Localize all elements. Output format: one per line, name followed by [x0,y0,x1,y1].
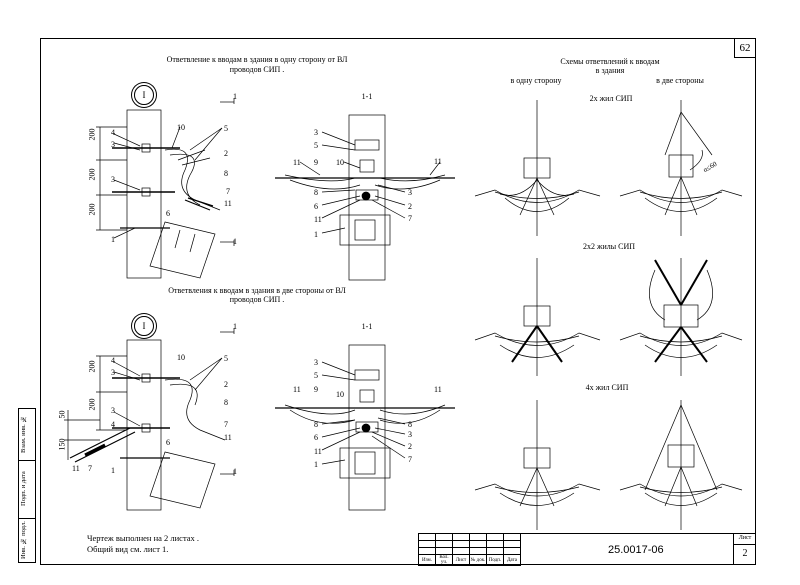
scheme-2x2-two-side [619,258,743,376]
sheet-number: 2 [742,548,748,559]
callout: 5 [224,354,228,363]
page-number: 62 [734,39,755,58]
callout: 7 [226,187,230,196]
title-two-side-1: Ответвления к вводам в здания в две стор… [168,286,346,295]
sheet-box: Лист 2 [733,533,756,565]
callout: 3 [408,430,412,439]
callout: 8 [314,420,318,429]
callout: 10 [336,158,344,167]
col-one-side: в одну сторону [510,76,562,85]
callout: 9 [314,158,318,167]
callout: 3 [314,128,318,137]
callout: 9 [314,385,318,394]
callout: 6 [314,433,318,442]
callout: 8 [314,188,318,197]
col-doc: № док. [469,554,487,566]
cut-mark-2: 1 [233,237,237,246]
callout: 7 [408,214,412,223]
callout: 5 [314,371,318,380]
cut-mark-4: 1 [233,467,237,476]
callout: 10 [336,390,344,399]
callout: 3 [111,175,115,184]
row-label-4: 4х жил СИП [585,383,629,392]
scheme-2x2-one-side [474,258,601,376]
callout: 1 [314,230,318,239]
callout: 6 [314,202,318,211]
callout: 5 [224,124,228,133]
row-label-2: 2х жил СИП [589,94,633,103]
col-two-side: в две стороны [656,76,704,85]
title-one-side-1: Ответвление к вводам в здания в одну сто… [166,55,348,64]
callout: 8 [224,398,228,407]
stamp-inv-original: Инв. № подл. [20,521,27,560]
document-code: 25.0017-06 [608,544,664,556]
callout: 2 [224,380,228,389]
callout: 10 [177,353,185,362]
scheme-2-one-side [474,100,601,236]
view-marker-top: I [134,85,154,105]
callout: 11 [224,433,232,442]
stamp-replace-inv: Взам. инв. № [20,415,27,453]
callout: 11 [293,158,301,167]
revision-table: Изм. Кол. уч. Лист № док. Подп. Дата [418,533,521,566]
callout: 10 [177,123,185,132]
callout: 4 [111,356,115,365]
schemes-title-2: в здания [595,66,625,75]
pole-side-view-top [96,98,235,279]
callout: 11 [314,215,322,224]
section-view-top [275,114,455,281]
callout: 7 [224,420,228,429]
callout: 6 [166,438,170,447]
callout: 11 [314,447,322,456]
callout: 1 [111,466,115,475]
callout: 3 [111,140,115,149]
callout: 8 [408,420,412,429]
callout: 11 [434,385,442,394]
callout: 2 [408,202,412,211]
callout: 11 [72,464,80,473]
callout: 4 [111,128,115,137]
callout: 11 [224,199,232,208]
callout: 1 [111,235,115,244]
view-marker-bottom: I [134,316,154,336]
drawing-sheet: 62 [40,38,756,565]
col-date: Дата [503,554,521,566]
scheme-2-two-side [619,100,743,236]
callout: 11 [434,157,442,166]
callout: 3 [408,188,412,197]
section-label-bottom: 1-1 [361,322,373,331]
callout: 8 [224,169,228,178]
callout: 1 [314,460,318,469]
callout: 7 [88,464,92,473]
callout: 3 [111,368,115,377]
title-one-side-2: проводов СИП . [229,65,285,74]
note-line-1: Чертеж выполнен на 2 листах . [87,533,200,543]
scheme-4-one-side [474,400,601,530]
callout: 5 [314,141,318,150]
section-label-top: 1-1 [361,92,373,101]
callout: 4 [111,420,115,429]
sheet-label: Лист [734,533,756,545]
callout: 11 [293,385,301,394]
title-block: Изм. Кол. уч. Лист № док. Подп. Дата 25.… [418,533,756,566]
callout: 2 [224,149,228,158]
note-line-2: Общий вид см. лист 1. [87,544,169,554]
section-view-bottom [275,344,455,511]
row-label-2x2: 2х2 жилы СИП [582,242,636,251]
schemes-title-1: Схемы ответвлений к вводам [560,57,660,66]
cut-mark-3: 1 [233,322,237,331]
side-stamp: Взам. инв. № Подп. и дата Инв. № подл. [0,408,36,563]
pole-side-view-bottom [64,328,235,511]
stamp-sign-date: Подп. и дата [20,471,27,507]
callout: 3 [314,358,318,367]
callout: 3 [111,406,115,415]
callout: 7 [408,455,412,464]
cut-mark-1: 1 [233,92,237,101]
scheme-4-two-side [619,400,743,530]
title-two-side-2: проводов СИП . [229,295,285,304]
callout: 2 [408,442,412,451]
callout: 6 [166,209,170,218]
